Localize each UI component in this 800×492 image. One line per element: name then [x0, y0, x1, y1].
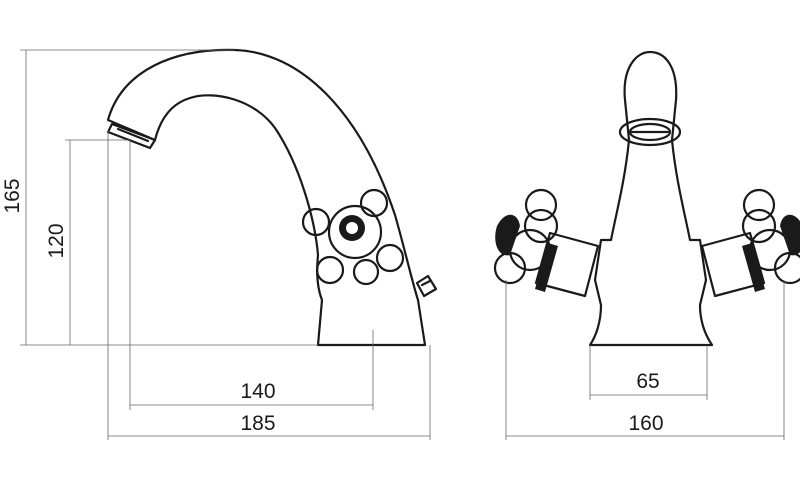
side-popup-lever	[415, 274, 438, 298]
front-aerator	[618, 117, 682, 147]
front-view	[493, 50, 800, 347]
dim-side-height-total: 165	[1, 178, 24, 213]
dim-front-overall-width: 160	[628, 412, 663, 435]
dim-front-base-width: 65	[636, 370, 659, 393]
front-right-handle	[700, 188, 800, 298]
front-body-outline	[588, 50, 714, 347]
front-right-indicator-icon	[780, 214, 800, 256]
dim-side-reach: 140	[240, 380, 275, 403]
side-aerator	[106, 122, 157, 150]
side-cross-handle	[301, 188, 405, 286]
side-spout-outline	[106, 48, 427, 347]
front-dimension-lines	[505, 280, 785, 440]
side-view	[106, 48, 438, 347]
side-dimension-lines	[20, 49, 431, 440]
front-left-handle	[493, 188, 600, 298]
front-left-indicator-icon	[495, 214, 520, 256]
dim-side-height-outlet: 120	[45, 223, 68, 258]
dim-side-overall-length: 185	[240, 412, 275, 435]
